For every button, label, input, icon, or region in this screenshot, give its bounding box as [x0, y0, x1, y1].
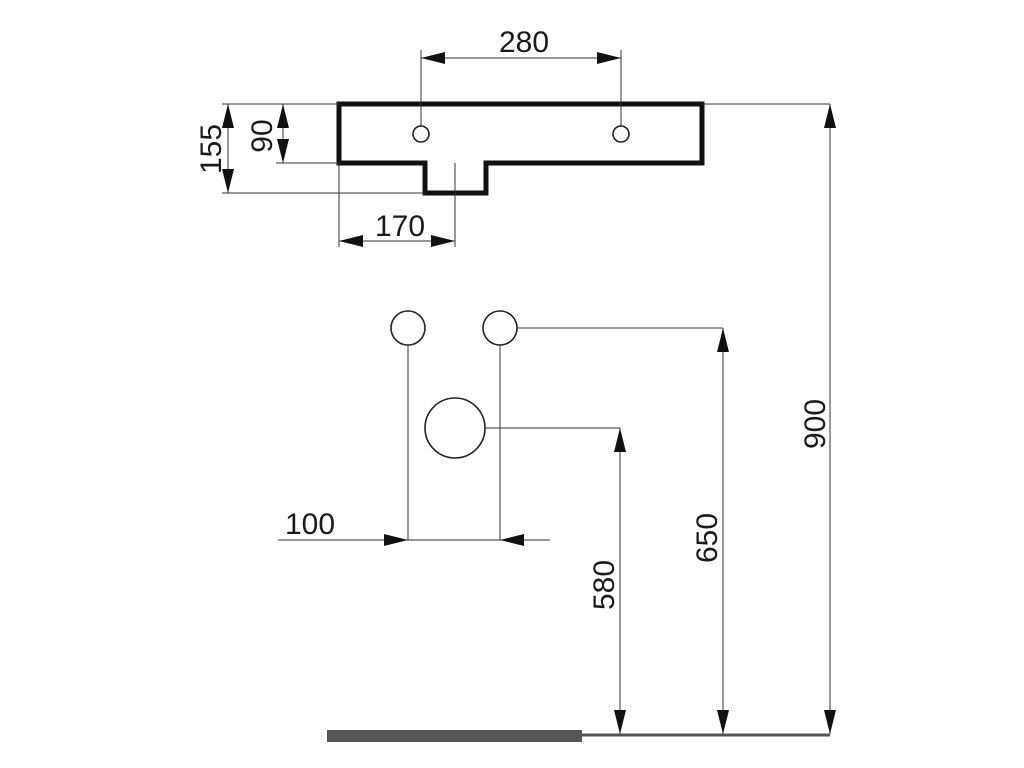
- dimension-tap-spacing: 280: [420, 26, 622, 126]
- basin-top-view: [336, 101, 705, 247]
- basin-outline: [336, 101, 705, 196]
- dimension-pipe-spacing: 100: [278, 345, 550, 546]
- dimension-supply-height: 650: [517, 327, 729, 734]
- dimension-label-280: 280: [499, 26, 549, 59]
- dimension-label-100: 100: [285, 508, 335, 541]
- floor-slab: [327, 730, 582, 742]
- dimension-basin-depth: 90: [246, 104, 339, 164]
- waste-outlet: [424, 397, 486, 459]
- dimension-label-155: 155: [195, 124, 228, 174]
- tap-hole-left: [412, 125, 430, 143]
- dimension-label-90: 90: [246, 119, 279, 152]
- dimension-total-depth: 155: [195, 103, 425, 194]
- supply-pipe-left: [390, 310, 426, 346]
- dimension-label-650: 650: [691, 513, 724, 563]
- dimension-label-900: 900: [799, 399, 832, 449]
- dimension-label-170: 170: [375, 210, 425, 243]
- supply-pipe-right: [482, 310, 518, 346]
- dimension-drain-offset: 170: [338, 163, 455, 247]
- floor-line: [327, 730, 830, 742]
- dimension-basin-height: 900: [702, 103, 836, 734]
- wall-connections: [390, 310, 518, 459]
- dimension-label-580: 580: [588, 560, 621, 610]
- tap-hole-right: [612, 125, 630, 143]
- dimension-waste-height: 580: [485, 427, 626, 734]
